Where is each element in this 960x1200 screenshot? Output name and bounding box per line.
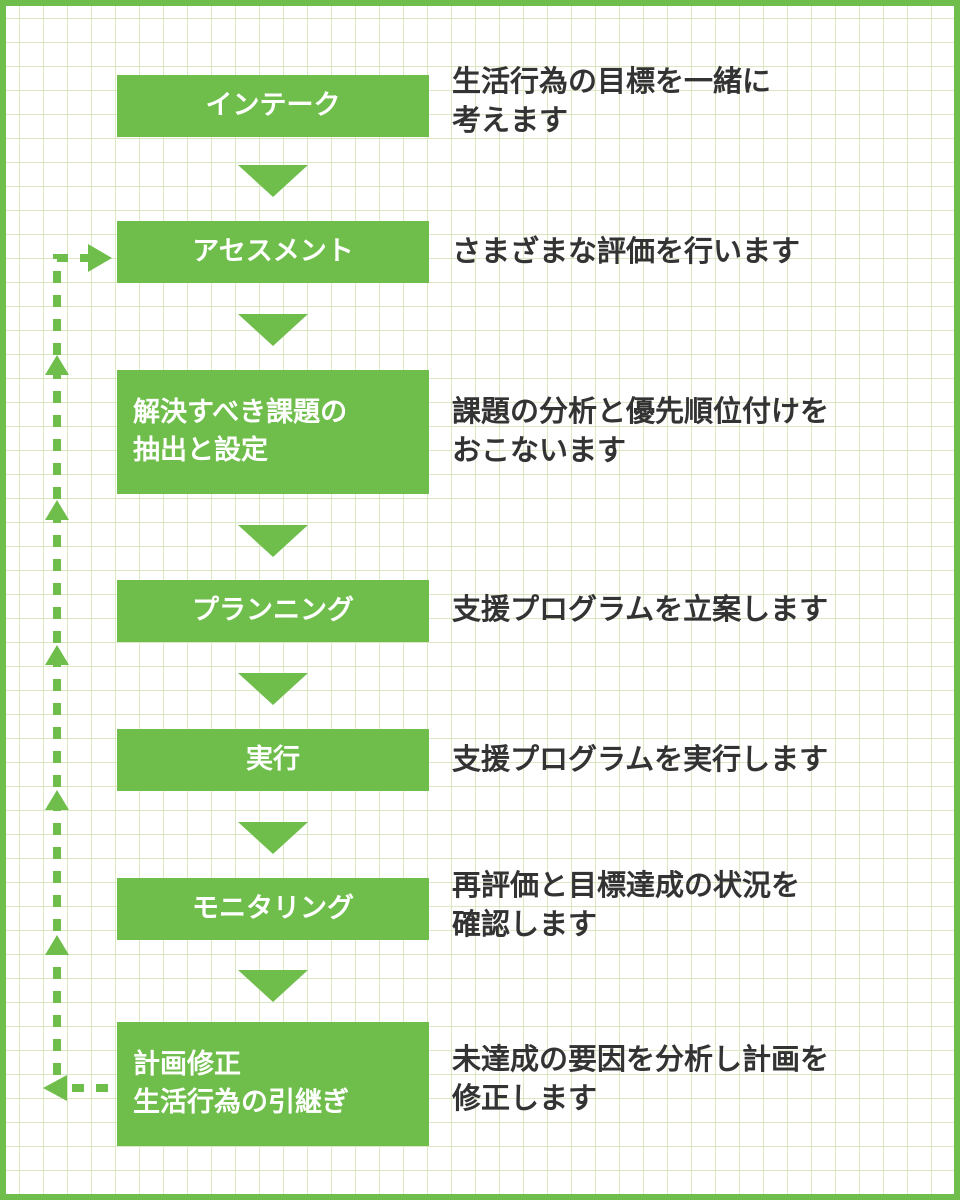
down-arrow-icon [238, 314, 308, 346]
step-monitoring: モニタリング [117, 878, 429, 940]
step-problem-setting-desc: 課題の分析と優先順位付けを おこないます [452, 394, 830, 468]
step-execution-desc: 支援プログラムを実行します [452, 742, 829, 776]
step-problem-setting: 解決すべき課題の 抽出と設定 [117, 370, 429, 494]
step-planning-desc: 支援プログラムを立案します [452, 592, 829, 626]
down-arrow-icon [238, 525, 308, 557]
up-arrow-icon [45, 500, 69, 520]
left-arrow-icon [43, 1075, 67, 1101]
down-arrow-icon [238, 822, 308, 854]
step-planning: プランニング [117, 580, 429, 642]
up-arrow-icon [45, 935, 69, 955]
up-arrow-icon [45, 355, 69, 375]
step-intake-desc: 生活行為の目標を一緒に 考えます [452, 64, 772, 138]
up-arrow-icon [45, 645, 69, 665]
step-intake: インテーク [117, 75, 429, 137]
step-monitoring-desc: 再評価と目標達成の状況を 確認します [452, 868, 801, 942]
step-execution: 実行 [117, 729, 429, 791]
step-plan-revision: 計画修正 生活行為の引継ぎ [117, 1022, 429, 1146]
up-arrow-icon [45, 790, 69, 810]
right-arrow-icon [88, 244, 112, 272]
step-assessment-desc: さまざまな評価を行います [452, 234, 801, 268]
step-assessment: アセスメント [117, 221, 429, 283]
step-plan-revision-desc: 未達成の要因を分析し計画を 修正します [452, 1042, 830, 1116]
down-arrow-icon [238, 673, 308, 705]
down-arrow-icon [238, 970, 308, 1002]
down-arrow-icon [238, 165, 308, 197]
feedback-loop [53, 254, 108, 1092]
